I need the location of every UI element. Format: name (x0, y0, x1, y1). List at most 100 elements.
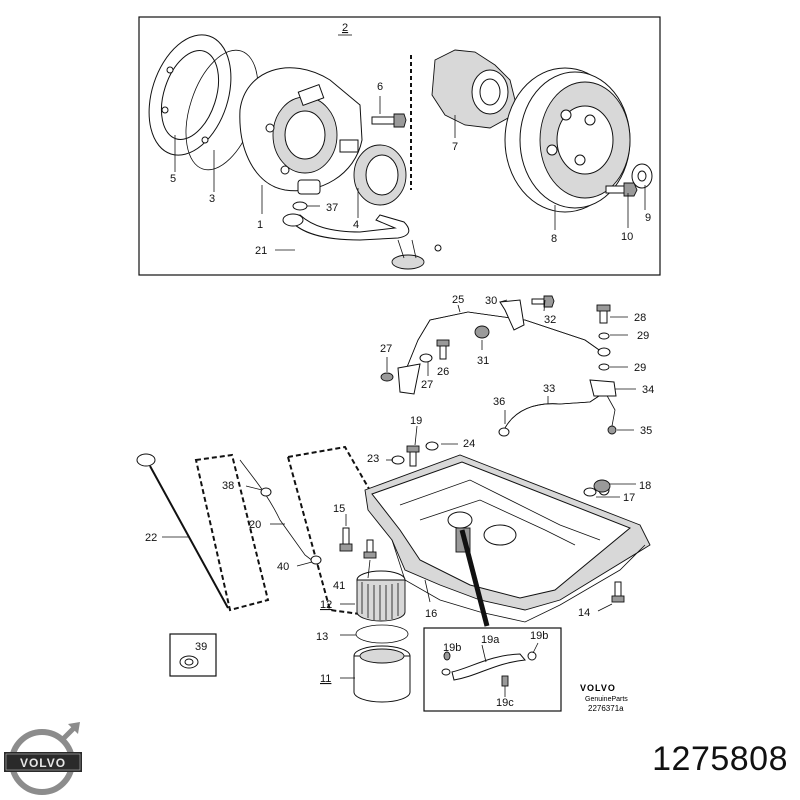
callout-19c: 19c (496, 697, 514, 709)
hose-33 (504, 391, 606, 429)
washer-29b (598, 363, 610, 371)
callout-38: 38 (222, 480, 234, 492)
hose-flange-34 (589, 379, 617, 397)
gasket-plate (148, 34, 232, 156)
oil-tube-25 (404, 311, 603, 373)
callout-23: 23 (367, 453, 379, 465)
callout-19a: 19a (481, 634, 500, 646)
detail-pointer (459, 529, 490, 627)
callout-9: 9 (645, 212, 651, 224)
washer-29a (598, 332, 610, 340)
callout-15: 15 (333, 503, 345, 515)
washer-23 (391, 455, 405, 465)
callout-41: 41 (333, 580, 345, 592)
pulley-washer (631, 163, 653, 189)
seal-kit-box (169, 633, 217, 677)
callout-11: 11 (320, 673, 331, 685)
callout-6: 6 (377, 81, 383, 93)
filter-housing (353, 645, 411, 703)
callout-26: 26 (437, 366, 449, 378)
callout-39: 39 (195, 641, 207, 653)
callout-19b-right: 19b (530, 630, 548, 642)
callout-7: 7 (452, 141, 458, 153)
callout-29b: 29 (634, 362, 646, 374)
callout-5: 5 (170, 173, 176, 185)
washer-37 (292, 201, 308, 211)
callout-4: 4 (353, 219, 359, 231)
bolt-14 (611, 581, 625, 603)
dipstick-tube-outline (194, 453, 270, 612)
callout-31: 31 (477, 355, 489, 367)
callout-18: 18 (639, 480, 651, 492)
part-number: 1275808 (652, 740, 788, 778)
oil-pickup-pipe (282, 213, 442, 270)
callout-37: 37 (326, 202, 338, 214)
callout-27a: 27 (380, 343, 392, 355)
callout-28: 28 (634, 312, 646, 324)
top-group-label: 2 (342, 22, 348, 34)
top-frame-group: 2 (138, 16, 661, 276)
callout-20: 20 (249, 519, 261, 531)
oil-pump-housing (239, 67, 363, 195)
crank-pulley (504, 67, 631, 213)
callout-36: 36 (493, 396, 505, 408)
tube-assembly-group: 25 30 32 31 27 27 26 28 29 29 33 34 36 3… (380, 294, 654, 437)
detail-inset: 19b 19a 19b 19c (423, 627, 562, 712)
callout-40: 40 (277, 561, 289, 573)
bolt-19 (406, 445, 420, 467)
oil-pan (364, 454, 651, 623)
callout-22: 22 (145, 532, 157, 544)
bolt-35 (607, 425, 617, 435)
callout-3: 3 (209, 193, 215, 205)
callout-34: 34 (642, 384, 654, 396)
oil-pan-group: 19b 19a 19b 19c 22 38 20 40 23 19 24 15 … (136, 415, 651, 712)
pulley-bolt (605, 182, 638, 197)
drain-washer (583, 487, 597, 497)
callout-1: 1 (257, 219, 263, 231)
filter-seal (355, 624, 409, 644)
callout-12: 12 (320, 599, 332, 611)
bolt-28 (596, 304, 611, 324)
callout-17: 17 (623, 492, 635, 504)
callout-13: 13 (316, 631, 328, 643)
washer-27b (419, 353, 433, 363)
washer-27a (380, 372, 394, 382)
brand-small-name: VOLVO (580, 683, 616, 693)
bolt-41 (363, 539, 377, 559)
callout-16: 16 (425, 608, 437, 620)
callout-33: 33 (543, 383, 555, 395)
callout-32: 32 (544, 314, 556, 326)
dipstick-tube (239, 459, 319, 566)
brand-small-code: 2276371a (588, 704, 624, 713)
drain-plug (593, 479, 611, 493)
genuine-parts-block: VOLVO GenuineParts 2276371a (580, 683, 628, 713)
washer-24 (425, 441, 439, 451)
top-frame-border (138, 16, 661, 276)
callout-35: 35 (640, 425, 652, 437)
callout-19b-left: 19b (443, 642, 461, 654)
callout-19: 19 (410, 415, 422, 427)
callout-30: 30 (485, 295, 497, 307)
tube-flange (397, 363, 421, 395)
callout-24: 24 (463, 438, 475, 450)
callout-29a: 29 (637, 330, 649, 342)
bolt-32 (531, 295, 555, 308)
bolt-6 (371, 113, 407, 128)
logo-text: VOLVO (20, 756, 66, 770)
dipstick (136, 453, 229, 609)
crank-seal (353, 144, 407, 206)
nut-31 (474, 325, 490, 339)
callout-10: 10 (621, 231, 633, 243)
callout-27b: 27 (421, 379, 433, 391)
callout-25: 25 (452, 294, 464, 306)
bolt-26 (436, 339, 450, 360)
callout-8: 8 (551, 233, 557, 245)
tube-clip (499, 299, 525, 331)
bolt-15 (339, 527, 353, 552)
callout-21: 21 (255, 245, 267, 257)
brand-small-subtitle: GenuineParts (585, 696, 628, 703)
volvo-logo: VOLVO (4, 722, 82, 795)
callout-14: 14 (578, 607, 590, 619)
crank-sprocket (431, 49, 516, 129)
